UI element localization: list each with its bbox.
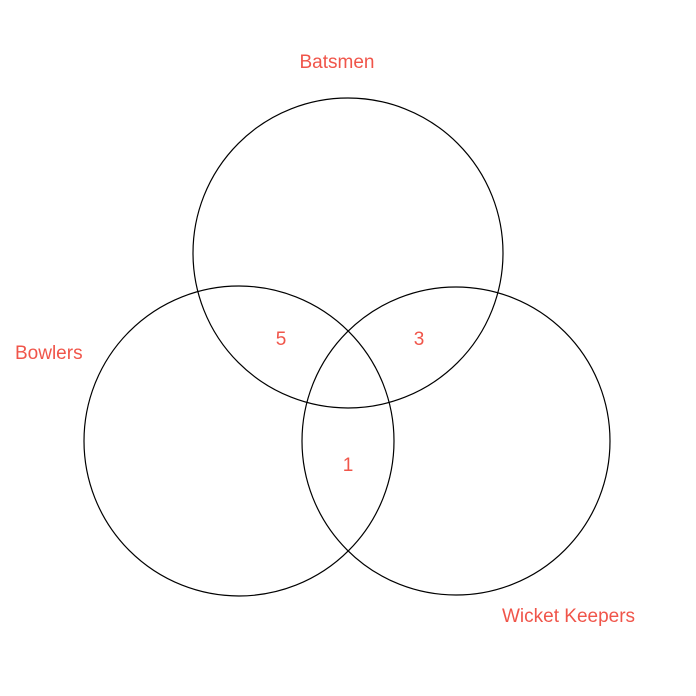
intersection-bowlers-wicket-keepers: 1 xyxy=(343,455,354,476)
label-batsmen: Batsmen xyxy=(300,52,375,73)
circle-batsmen xyxy=(192,97,504,409)
intersection-batsmen-wicket-keepers: 3 xyxy=(414,329,425,350)
label-wicket-keepers: Wicket Keepers xyxy=(502,606,635,627)
circle-wicket-keepers xyxy=(301,286,611,596)
intersection-batsmen-bowlers: 5 xyxy=(276,329,287,350)
label-bowlers: Bowlers xyxy=(15,343,83,364)
circle-bowlers xyxy=(83,285,395,597)
